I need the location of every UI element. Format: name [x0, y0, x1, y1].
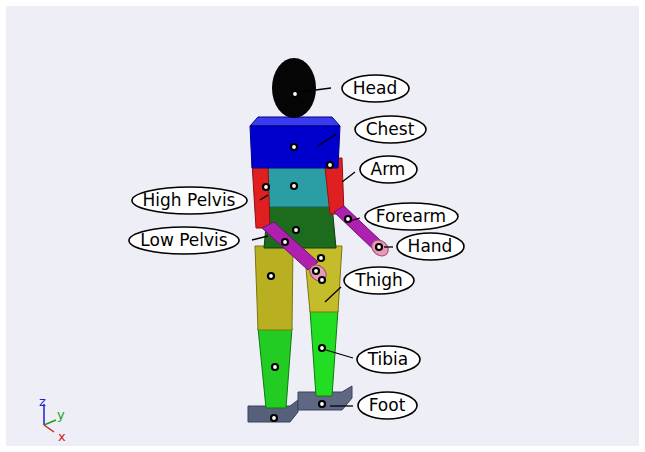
- part-name: Forearm: [376, 208, 446, 225]
- label-ellipse: Thigh: [343, 266, 415, 295]
- viewport-background: [6, 6, 639, 446]
- axis-triad: [44, 404, 56, 432]
- part-name: Hand: [408, 238, 453, 255]
- part-name: Head: [353, 80, 397, 97]
- label-ellipse: Tibia: [356, 345, 421, 374]
- label-ellipse: Head: [341, 74, 410, 103]
- label-ellipse: Arm: [359, 155, 418, 184]
- part-name: Tibia: [368, 351, 409, 368]
- axis-label: z: [39, 395, 46, 408]
- label-ellipse: High Pelvis: [131, 186, 248, 215]
- label-ellipse: Hand: [396, 232, 465, 261]
- part-name: Low Pelvis: [140, 232, 227, 249]
- label-ellipse: Chest: [354, 115, 427, 144]
- part-name: High Pelvis: [143, 192, 236, 209]
- part-name: Arm: [371, 161, 406, 178]
- label-ellipse: Forearm: [364, 202, 459, 231]
- part-name: Thigh: [355, 272, 402, 289]
- axis-label: x: [58, 430, 66, 443]
- part-name: Foot: [369, 397, 406, 414]
- joint-markers: [263, 91, 382, 421]
- label-ellipse: Foot: [357, 391, 418, 420]
- label-ellipse: Low Pelvis: [128, 226, 240, 255]
- axis-label: y: [57, 408, 65, 421]
- part-name: Chest: [366, 121, 415, 138]
